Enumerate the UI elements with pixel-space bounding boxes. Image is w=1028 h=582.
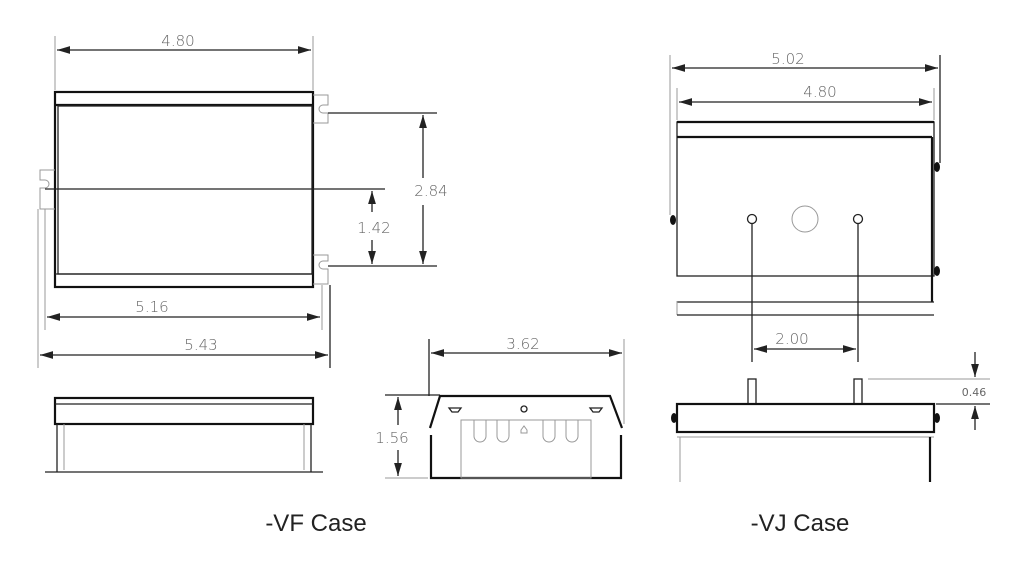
vf-end-view: 3.62 1.56: [375, 335, 625, 480]
center-hole: [791, 205, 819, 233]
vj-side-view: 0.46: [671, 352, 990, 482]
screw-icon: [934, 162, 940, 172]
dim-vj-terminal-height: 0.46: [962, 386, 987, 399]
screw-icon: [671, 413, 677, 423]
dim-vf-end-width: 3.62: [506, 335, 539, 353]
screw-icon: [934, 413, 940, 423]
dim-vj-overall-width: 5.02: [771, 50, 804, 68]
terminal-hole: [852, 213, 864, 225]
dim-vj-terminal-spacing: 2.00: [775, 330, 808, 348]
screw-icon: [670, 215, 676, 225]
vf-top-view: 4.80 2.84 1.42 5.16 5.43: [37, 32, 448, 368]
vf-side-view: [45, 396, 323, 473]
dim-vf-overall-width: 5.43: [184, 336, 217, 354]
mount-tab-left: [39, 169, 55, 210]
dim-vf-inner-width: 5.16: [135, 298, 168, 316]
vj-top-view: 5.02 4.80 2.00: [669, 50, 941, 362]
dim-vf-mount-spacing: 2.84: [414, 182, 447, 200]
screw-icon: [934, 266, 940, 276]
dim-vf-top-width: 4.80: [161, 32, 194, 50]
terminal-hole: [746, 213, 758, 225]
mount-tab-bottom-right: [313, 254, 329, 285]
mount-tab-top-right: [313, 94, 329, 124]
dim-vj-body-width: 4.80: [803, 83, 836, 101]
vj-case-caption: -VJ Case: [751, 510, 850, 537]
vf-case-caption: -VF Case: [265, 510, 366, 537]
dim-vf-half-spacing: 1.42: [357, 219, 390, 237]
dim-vf-height: 1.56: [375, 429, 408, 447]
